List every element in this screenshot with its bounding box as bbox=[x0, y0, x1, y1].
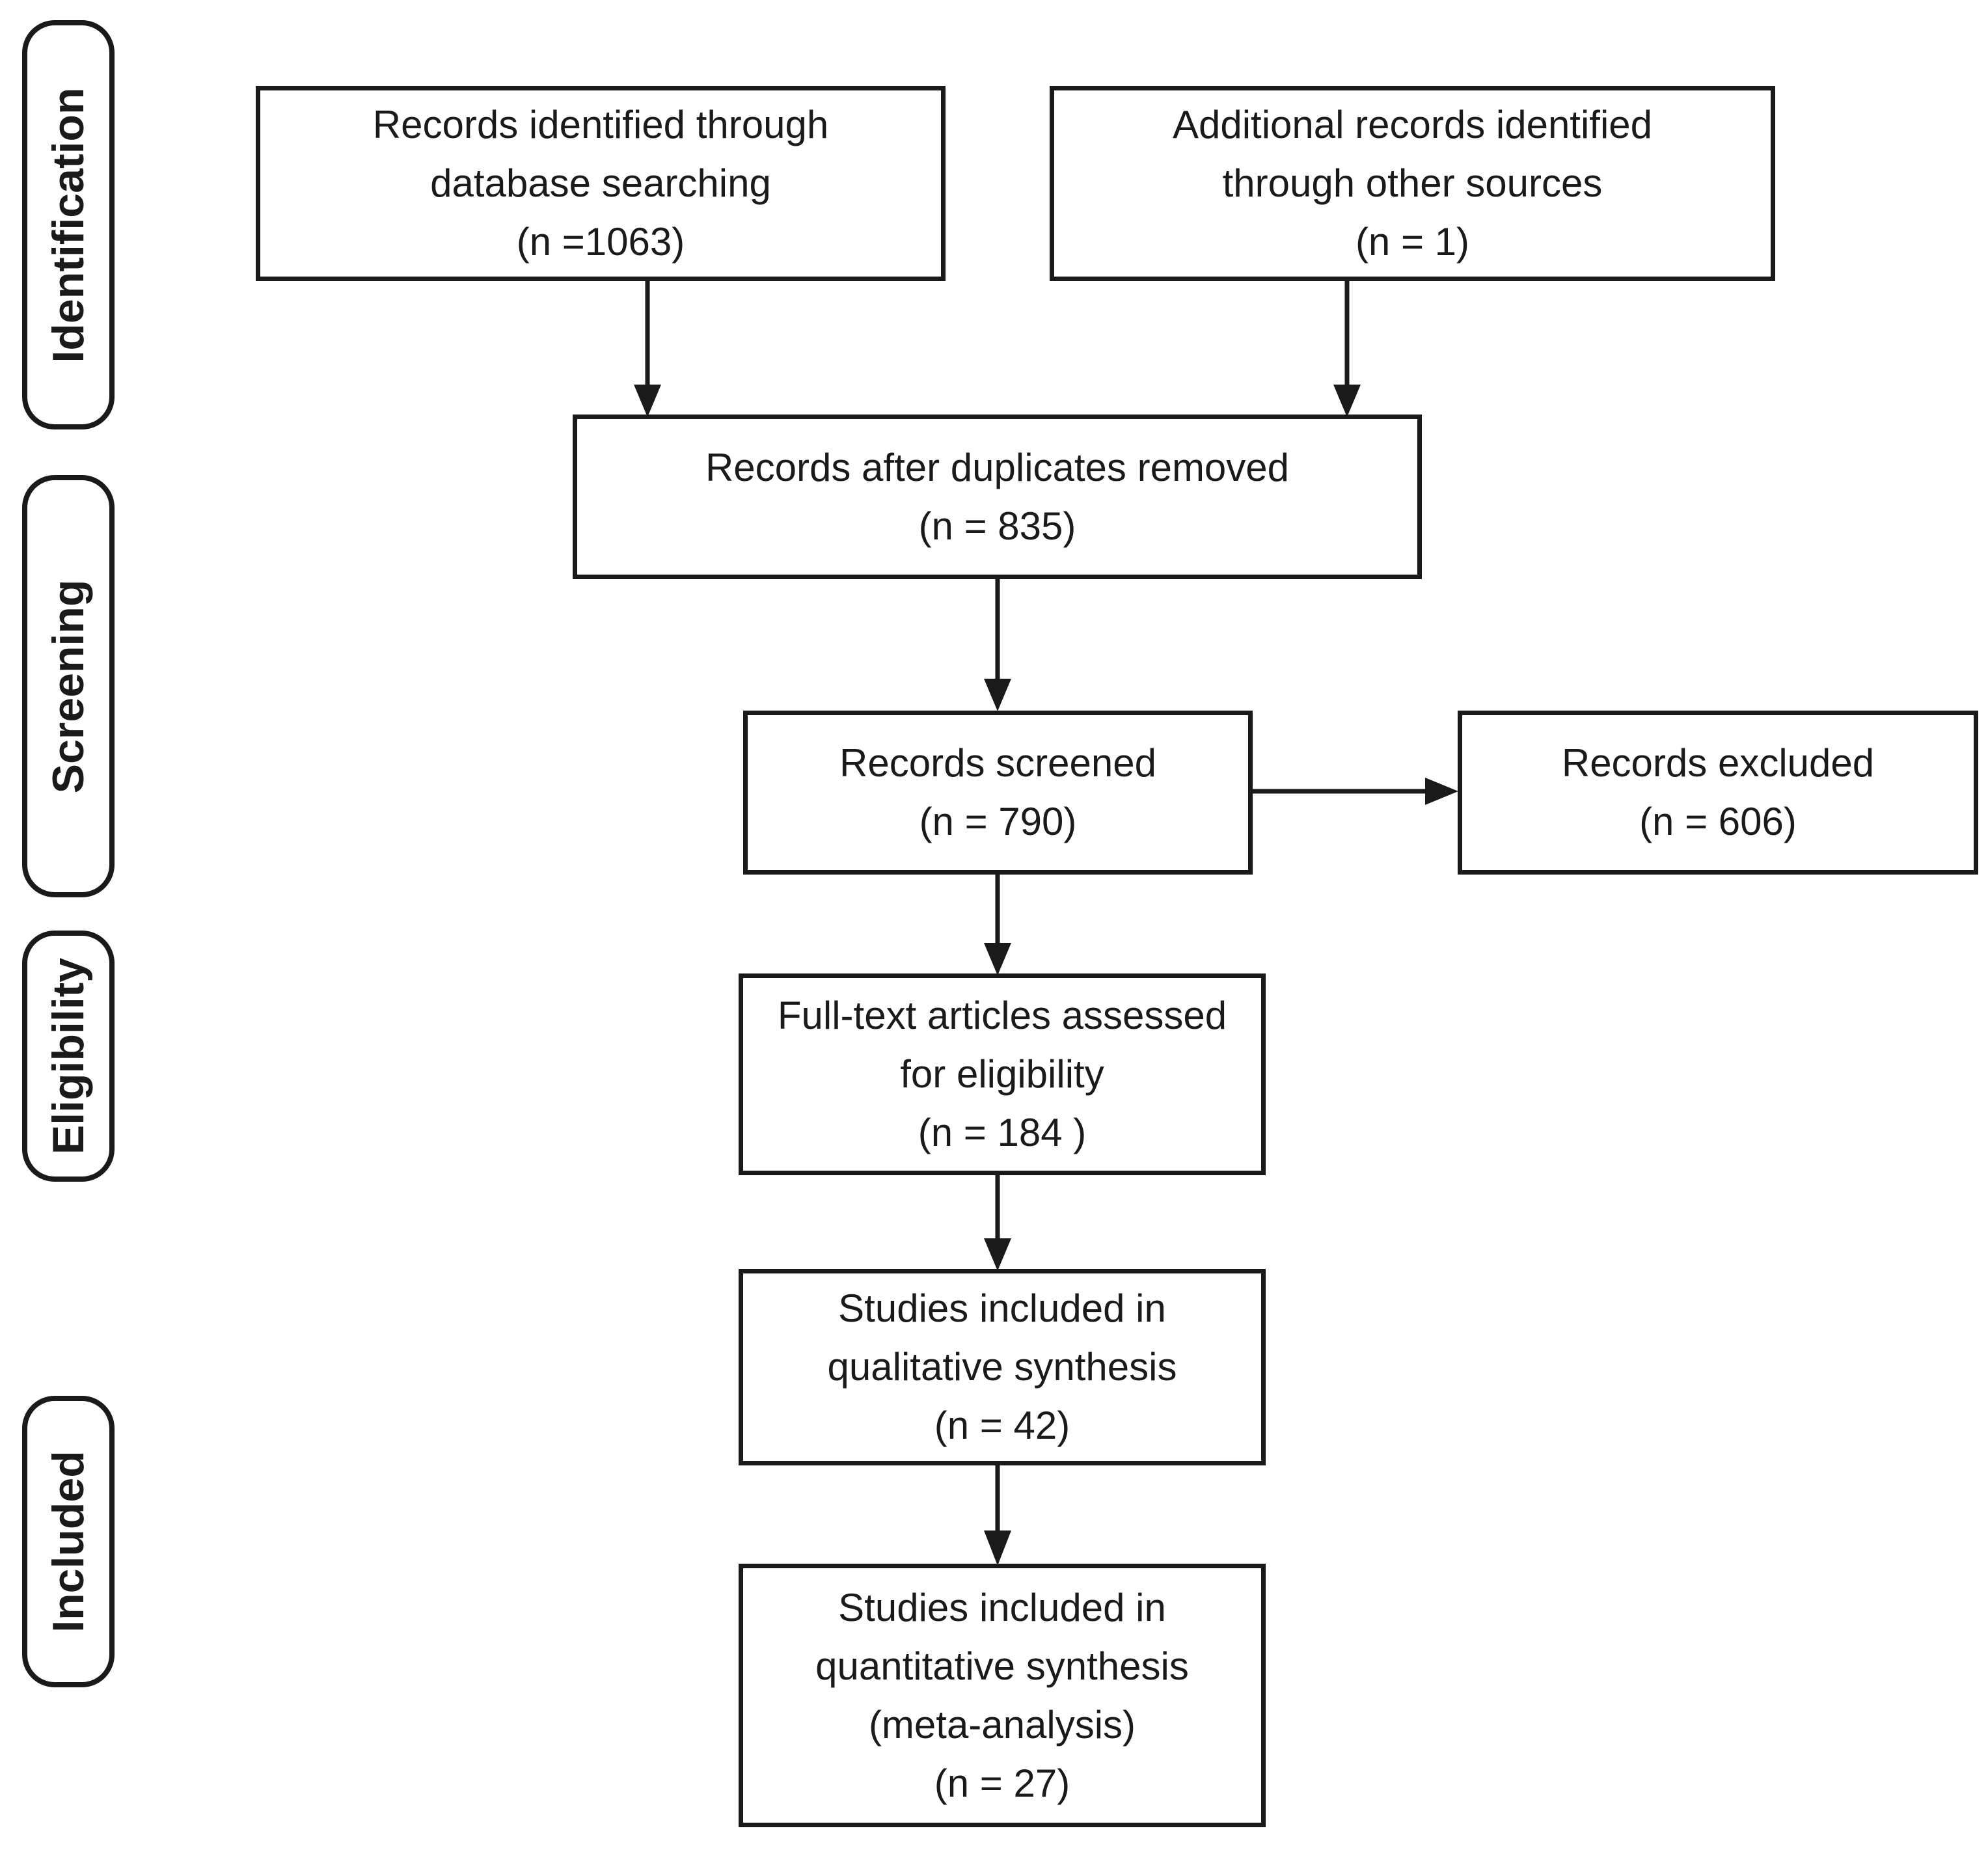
box-fulltext-articles-assessed-text: Full-text articles assessed for eligibil… bbox=[777, 994, 1227, 1154]
stage-pill-identification: Identification bbox=[22, 20, 115, 429]
box-records-excluded: Records excluded (n = 606) bbox=[1458, 711, 1978, 875]
box-records-screened-text: Records screened (n = 790) bbox=[839, 741, 1156, 843]
box-studies-qualitative-synthesis-text: Studies included in qualitative synthesi… bbox=[827, 1286, 1177, 1447]
arrow-duplicates-to-screened bbox=[984, 579, 1011, 711]
box-additional-records-other-sources: Additional records identified through ot… bbox=[1050, 86, 1775, 281]
box-additional-records-other-sources-text: Additional records identified through ot… bbox=[1172, 103, 1653, 264]
box-records-screened: Records screened (n = 790) bbox=[743, 711, 1253, 875]
arrow-screened-to-fulltext bbox=[984, 875, 1011, 975]
box-fulltext-articles-assessed: Full-text articles assessed for eligibil… bbox=[739, 973, 1266, 1175]
arrow-fulltext-to-qualitative bbox=[984, 1175, 1011, 1271]
arrow-identified-db-to-duplicates bbox=[634, 281, 661, 417]
box-records-identified-database: Records identified through database sear… bbox=[256, 86, 946, 281]
box-studies-qualitative-synthesis: Studies included in qualitative synthesi… bbox=[739, 1269, 1266, 1465]
stage-label-eligibility: Eligibility bbox=[44, 957, 93, 1155]
arrow-screened-to-excluded bbox=[1253, 778, 1458, 805]
stage-label-identification: Identification bbox=[44, 87, 93, 363]
arrow-qualitative-to-quantitative bbox=[984, 1465, 1011, 1566]
box-records-after-duplicates-removed-text: Records after duplicates removed (n = 83… bbox=[705, 445, 1290, 548]
box-studies-quantitative-synthesis-text: Studies included in quantitative synthes… bbox=[815, 1585, 1189, 1805]
arrow-identified-other-to-duplicates bbox=[1333, 281, 1361, 417]
stage-pill-screening: Screening bbox=[22, 475, 115, 897]
stage-pill-eligibility: Eligibility bbox=[22, 931, 115, 1182]
stage-label-screening: Screening bbox=[44, 579, 93, 793]
box-records-excluded-text: Records excluded (n = 606) bbox=[1561, 741, 1875, 843]
box-studies-quantitative-synthesis: Studies included in quantitative synthes… bbox=[739, 1564, 1266, 1827]
stage-pill-included: Included bbox=[22, 1396, 115, 1687]
box-records-identified-database-text: Records identified through database sear… bbox=[372, 103, 829, 264]
box-records-after-duplicates-removed: Records after duplicates removed (n = 83… bbox=[573, 415, 1422, 579]
stage-label-included: Included bbox=[44, 1450, 93, 1633]
